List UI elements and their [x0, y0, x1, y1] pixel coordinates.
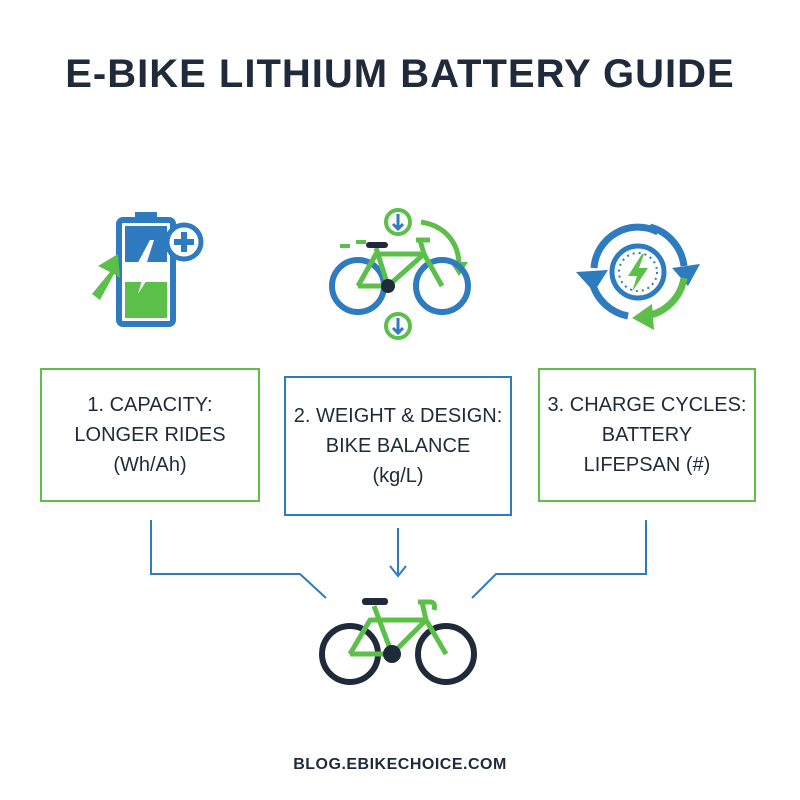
card-capacity-line3: (Wh/Ah) — [113, 454, 187, 476]
bicycle-icon — [319, 598, 477, 685]
footer-url: BLOG.EBIKECHOICE.COM — [293, 756, 507, 773]
battery-charge-icon — [92, 212, 204, 327]
page-title: E-BIKE LITHIUM BATTERY GUIDE — [65, 52, 735, 96]
card-capacity: 1. CAPACITY: LONGER RIDES (Wh/Ah) — [40, 368, 260, 502]
card-cycles-line2: BATTERY — [601, 424, 693, 446]
card-capacity-line1: 1. CAPACITY: — [87, 394, 213, 416]
connector-left — [150, 520, 327, 599]
card-capacity-line2: LONGER RIDES — [74, 424, 226, 446]
card-weight-line1: 2. WEIGHT & DESIGN: — [293, 405, 503, 427]
card-weight-line3: (kg/L) — [372, 465, 424, 487]
charge-cycle-icon — [576, 223, 700, 330]
connector-center-arrowhead — [389, 565, 407, 578]
connector-right — [471, 520, 647, 599]
card-cycles-line1: 3. CHARGE CYCLES: — [547, 394, 747, 416]
bike-balance-icon — [329, 208, 471, 340]
card-weight-design: 2. WEIGHT & DESIGN: BIKE BALANCE (kg/L) — [284, 376, 512, 516]
card-charge-cycles: 3. CHARGE CYCLES: BATTERY LIFEPSAN (#) — [538, 368, 756, 502]
card-weight-line2: BIKE BALANCE — [325, 435, 471, 457]
card-cycles-line3: LIFEPSAN (#) — [583, 454, 711, 476]
